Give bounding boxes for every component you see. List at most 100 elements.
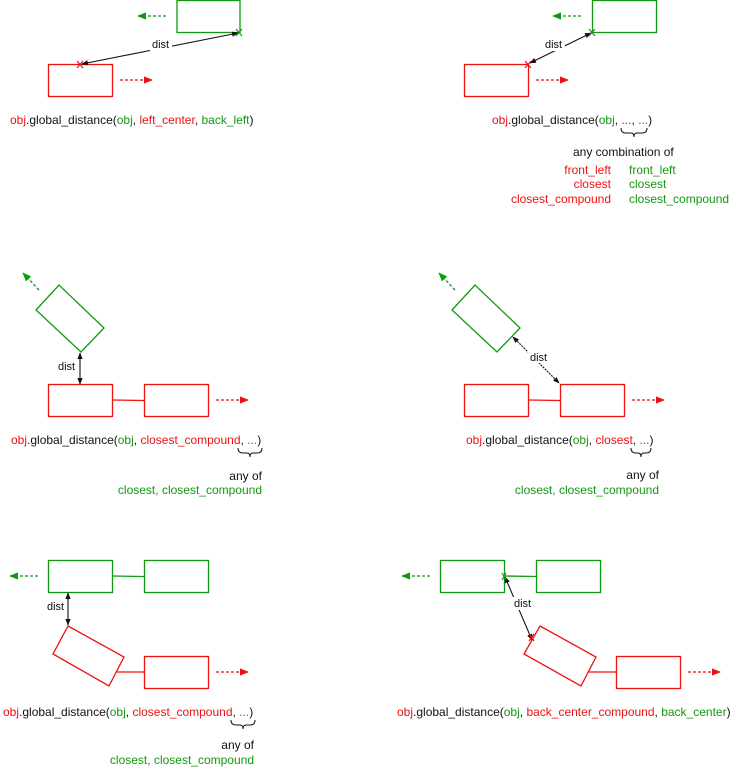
panel-5: dist obj.global_distance(obj, closest_co… xyxy=(3,559,256,767)
option-red-1: front_left xyxy=(564,163,611,177)
call-segment: ) xyxy=(257,433,261,447)
call-text: obj.global_distance(obj, ..., ...) xyxy=(492,113,652,127)
options-text: closest, closest_compound xyxy=(110,753,254,767)
call-segment: ) xyxy=(250,113,254,127)
dist-label: dist xyxy=(47,601,64,613)
brace-icon xyxy=(620,127,648,138)
green-rotated-object xyxy=(451,284,521,353)
panel-6: dist obj.global_distance(obj, back_cente… xyxy=(397,559,731,719)
call-segment: ) xyxy=(649,433,653,447)
red-point-marker xyxy=(76,60,84,69)
call-segment: back_center xyxy=(661,705,726,719)
call-segment: , xyxy=(631,113,638,127)
red-point-marker xyxy=(524,60,532,69)
call-segment: ... xyxy=(239,705,249,719)
red-object-front xyxy=(559,383,626,418)
call-segment: .global_distance( xyxy=(26,113,117,127)
call-segment: , xyxy=(241,433,248,447)
call-segment: obj xyxy=(573,433,589,447)
call-segment: .global_distance( xyxy=(413,705,504,719)
call-segment: , xyxy=(633,433,640,447)
panel-1: dist obj.global_distance(obj, left_cente… xyxy=(10,0,254,127)
green-object xyxy=(176,0,241,34)
red-object-back xyxy=(463,383,530,418)
call-segment: obj xyxy=(117,113,133,127)
green-direction-arrow xyxy=(22,272,40,291)
call-segment: back_center_compound xyxy=(526,705,654,719)
option-red-2: closest xyxy=(574,177,612,191)
option-green-3: closest_compound xyxy=(629,192,729,206)
green-rotated-object xyxy=(35,284,105,353)
note-text: any of xyxy=(229,469,262,483)
green-point-marker xyxy=(501,572,507,581)
panel-4: dist obj.global_distance(obj, closest, .… xyxy=(438,272,665,497)
options-text: closest, closest_compound xyxy=(118,483,262,497)
brace-icon xyxy=(230,719,256,730)
call-segment: obj xyxy=(492,113,508,127)
red-link xyxy=(112,399,145,402)
dist-label: dist xyxy=(514,598,531,610)
green-object-back xyxy=(143,559,210,594)
red-object-back xyxy=(143,383,210,418)
panel-2: dist obj.global_distance(obj, ..., ...) … xyxy=(463,0,729,206)
call-segment: ... xyxy=(247,433,257,447)
call-segment: obj xyxy=(11,433,27,447)
call-segment: .global_distance( xyxy=(508,113,599,127)
red-link xyxy=(528,399,561,402)
call-segment: ... xyxy=(621,113,631,127)
brace-icon xyxy=(630,447,652,458)
call-segment: , xyxy=(655,705,662,719)
call-segment: obj xyxy=(110,705,126,719)
red-object-back xyxy=(615,655,682,690)
red-rotated-object xyxy=(523,625,597,687)
call-text: obj.global_distance(obj, closest_compoun… xyxy=(11,433,261,447)
green-object-front xyxy=(47,559,114,594)
green-direction-arrow xyxy=(438,272,456,291)
call-segment: .global_distance( xyxy=(19,705,110,719)
call-segment: , xyxy=(195,113,202,127)
red-object-front xyxy=(47,383,114,418)
panel-3: dist obj.global_distance(obj, closest_co… xyxy=(11,272,263,497)
call-segment: , xyxy=(615,113,622,127)
green-point-marker xyxy=(235,28,243,37)
call-segment: , xyxy=(134,433,141,447)
red-point-marker xyxy=(528,633,535,642)
call-segment: ... xyxy=(639,433,649,447)
call-segment: obj xyxy=(3,705,19,719)
dist-label: dist xyxy=(530,352,547,364)
red-object-back xyxy=(143,655,210,690)
call-segment: ) xyxy=(648,113,652,127)
dist-arrow xyxy=(512,336,560,384)
call-segment: left_center xyxy=(139,113,195,127)
call-segment: obj xyxy=(397,705,413,719)
option-green-2: closest xyxy=(629,177,667,191)
call-text: obj.global_distance(obj, closest_compoun… xyxy=(3,705,253,719)
call-segment: back_left xyxy=(201,113,250,127)
call-segment: ) xyxy=(249,705,253,719)
note-text: any of xyxy=(626,468,659,482)
brace-icon xyxy=(237,447,263,458)
call-segment: .global_distance( xyxy=(482,433,573,447)
options-text: closest, closest_compound xyxy=(515,483,659,497)
dist-label: dist xyxy=(152,39,169,51)
call-segment: , xyxy=(133,113,140,127)
green-object xyxy=(591,0,658,34)
call-segment: , xyxy=(520,705,527,719)
green-object-front xyxy=(439,559,506,594)
dist-label: dist xyxy=(545,39,562,51)
red-object xyxy=(463,63,530,98)
call-text: obj.global_distance(obj, left_center, ba… xyxy=(10,113,254,127)
call-segment: , xyxy=(126,705,133,719)
call-segment: .global_distance( xyxy=(27,433,118,447)
call-segment: closest_compound xyxy=(140,433,240,447)
call-segment: obj xyxy=(504,705,520,719)
call-segment: ) xyxy=(727,705,731,719)
green-point-marker xyxy=(588,28,596,37)
note-text: any combination of xyxy=(573,145,674,159)
call-segment: obj xyxy=(599,113,615,127)
dist-label: dist xyxy=(58,361,75,373)
call-text: obj.global_distance(obj, closest, ...) xyxy=(466,433,653,447)
red-rotated-object xyxy=(52,625,125,687)
red-object xyxy=(47,63,114,98)
